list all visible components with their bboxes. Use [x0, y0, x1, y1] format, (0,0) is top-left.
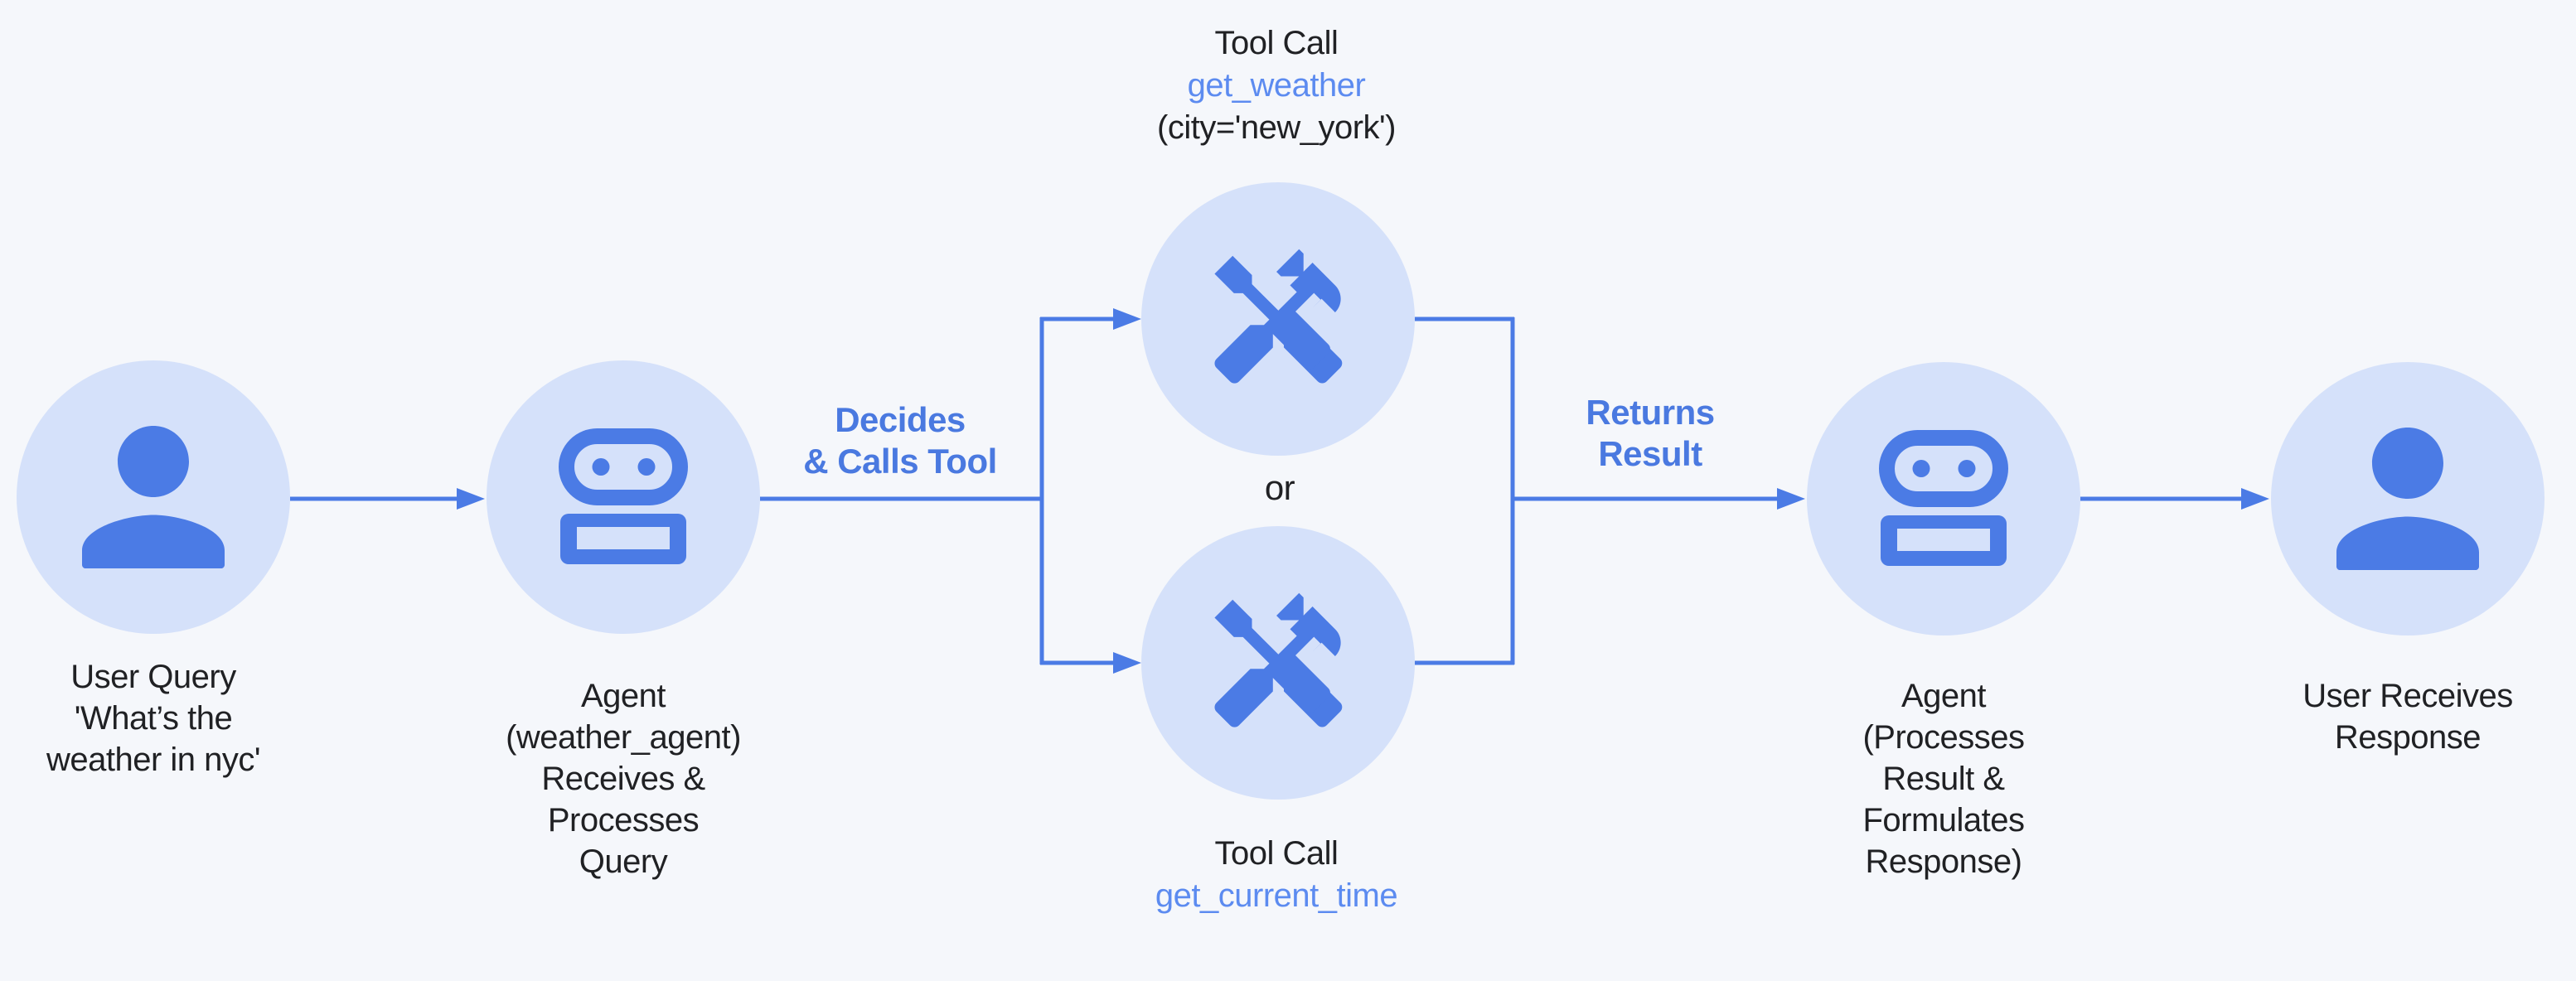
edge-label-line: Returns: [1586, 393, 1715, 432]
tools-icon: [1213, 592, 1342, 727]
caption-line: User Query: [70, 659, 236, 695]
edge-label-line: & Calls Tool: [803, 442, 997, 481]
caption-line: (Processes: [1862, 719, 2025, 756]
tools-icon: [1213, 249, 1342, 384]
caption-line: weather in nyc': [46, 742, 261, 778]
caption-line: Formulates: [1862, 802, 2025, 838]
node-tool-get-current-time: [1141, 526, 1415, 800]
caption-line: Response: [2334, 719, 2482, 756]
caption-line: Response): [1865, 843, 2022, 880]
user-query-caption: User Query 'What’s the weather in nyc': [46, 656, 261, 780]
edge-label-line: Result: [1598, 434, 1702, 473]
tool-call-title: Tool Call: [1214, 835, 1339, 872]
node-user-query: [17, 360, 290, 634]
person-icon: [2336, 428, 2479, 570]
tool-call-title: Tool Call: [1214, 25, 1339, 61]
caption-line: Agent: [1901, 678, 1987, 714]
caption-line: User Receives: [2302, 678, 2513, 714]
arrowhead-agent-to-user: [2241, 488, 2269, 510]
caption-line: Agent: [580, 678, 666, 714]
edge-label-line: Decides: [835, 400, 966, 439]
tool-get-current-time-label: Tool Call get_current_time: [1155, 833, 1398, 917]
node-user-response: [2271, 362, 2545, 635]
node-agent-respond: [1807, 362, 2080, 635]
arrowhead-user-to-agent: [457, 488, 485, 510]
caption-line: Query: [579, 843, 668, 880]
tool-get-weather-label: Tool Call get_weather (city='new_york'): [1157, 22, 1396, 149]
robot-icon: [1879, 430, 2008, 566]
caption-line: 'What’s the: [74, 700, 233, 737]
arrowhead-top-tool: [1113, 308, 1141, 330]
person-icon: [82, 426, 225, 568]
node-agent-receive: [487, 360, 760, 634]
agent-respond-caption: Agent (Processes Result & Formulates Res…: [1862, 675, 2025, 882]
caption-line: (weather_agent): [506, 719, 741, 756]
edge-label-returns: Returns Result: [1586, 392, 1715, 475]
node-tool-get-weather: [1141, 182, 1415, 456]
caption-line: Processes: [547, 802, 700, 838]
caption-line: Result &: [1882, 761, 2005, 797]
edge-label-decides: Decides & Calls Tool: [803, 399, 997, 482]
tool-args: (city='new_york'): [1157, 109, 1396, 146]
arrowhead-returns-result: [1777, 488, 1805, 510]
arrowhead-bottom-tool: [1113, 652, 1141, 674]
caption-line: Receives &: [541, 761, 705, 797]
tool-name: get_weather: [1187, 67, 1366, 104]
agent-receive-caption: Agent (weather_agent) Receives & Process…: [506, 675, 741, 882]
robot-icon: [559, 428, 688, 564]
tool-name: get_current_time: [1155, 877, 1398, 914]
user-response-caption: User Receives Response: [2302, 675, 2513, 758]
or-label: or: [1264, 468, 1295, 507]
